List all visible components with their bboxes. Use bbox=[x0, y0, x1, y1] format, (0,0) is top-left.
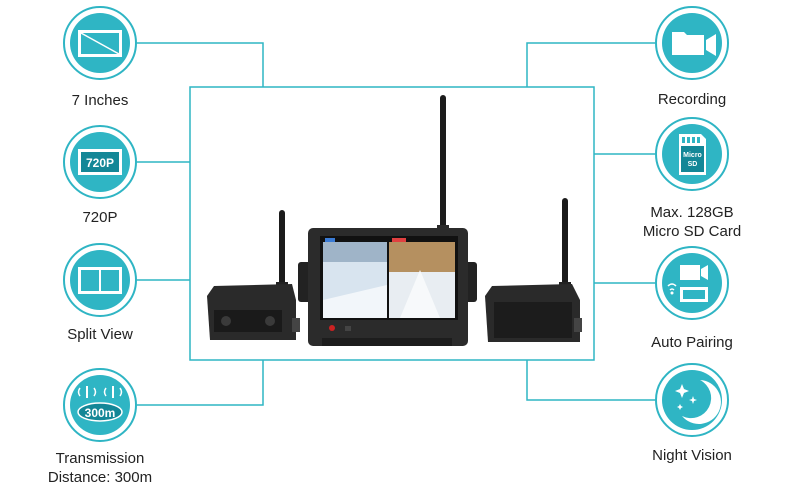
monitor-product bbox=[298, 95, 477, 346]
label-distance-line1: Transmission bbox=[55, 450, 145, 467]
label-recording: Recording bbox=[657, 91, 727, 108]
monitor-icon bbox=[78, 30, 122, 57]
pairing-icon bbox=[667, 265, 708, 302]
wireless-range-icon: 300m bbox=[77, 386, 123, 422]
feature-night bbox=[655, 363, 729, 437]
feature-inches bbox=[63, 6, 137, 80]
distance-badge-text: 300m bbox=[85, 406, 116, 420]
label-split-view: Split View bbox=[67, 326, 133, 343]
feature-sdcard: Micro SD bbox=[655, 117, 729, 191]
feature-distance: 300m bbox=[63, 368, 137, 442]
sd-card-text-line2: SD bbox=[688, 161, 698, 168]
label-inches: 7 Inches bbox=[71, 92, 129, 109]
label-auto-pairing: Auto Pairing bbox=[651, 334, 733, 351]
feature-resolution: 720P bbox=[63, 125, 137, 199]
label-night-vision: Night Vision bbox=[652, 447, 732, 464]
feature-split bbox=[63, 243, 137, 317]
label-sdcard: Max. 128GB Micro SD Card bbox=[622, 203, 762, 241]
connector-lines bbox=[137, 42, 655, 406]
hd-badge-icon: 720P bbox=[78, 149, 122, 175]
feature-pairing bbox=[655, 246, 729, 320]
video-camera-icon bbox=[672, 32, 716, 56]
moon-stars-icon bbox=[675, 380, 721, 424]
label-distance: Transmission Distance: 300m bbox=[20, 449, 180, 487]
label-distance-line2: Distance: 300m bbox=[47, 469, 153, 486]
feature-recording bbox=[655, 6, 729, 80]
label-resolution: 720P bbox=[82, 209, 118, 226]
label-sdcard-line1: Max. 128GB bbox=[650, 204, 734, 221]
right-camera-product bbox=[485, 198, 582, 342]
label-sdcard-line2: Micro SD Card bbox=[642, 223, 742, 240]
sd-card-icon: Micro SD bbox=[679, 134, 706, 175]
left-camera-product bbox=[207, 210, 300, 340]
sd-card-text-line1: Micro bbox=[683, 152, 702, 159]
resolution-badge-text: 720P bbox=[86, 156, 114, 170]
split-screen-icon bbox=[78, 267, 122, 294]
